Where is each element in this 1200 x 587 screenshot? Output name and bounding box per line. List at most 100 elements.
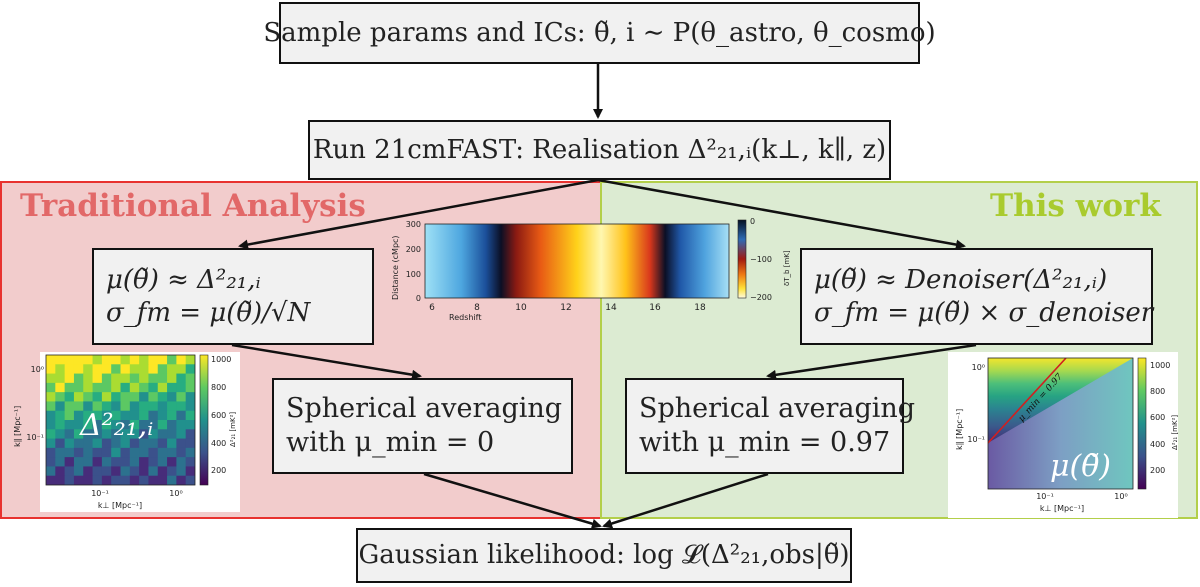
lightcone-cbar-tick-100: −100: [750, 255, 772, 264]
ps-left-cell: [185, 373, 195, 384]
ps-left-cell: [157, 438, 168, 449]
ps-left-xtick-1: 10⁻¹: [91, 489, 109, 498]
lightcone-ylabel: Distance (cMpc): [391, 235, 400, 300]
ps-left-cell: [139, 364, 149, 375]
ps-left-cell: [129, 475, 140, 485]
ps-left-cell: [185, 475, 195, 485]
ps-left-cell: [157, 447, 168, 458]
ps-left-cell: [46, 401, 56, 412]
ps-left-cell: [157, 392, 168, 402]
ps-left-cell: [148, 466, 159, 477]
ps-left-cell: [55, 447, 66, 458]
ps-left-cell: [139, 447, 149, 458]
ps-left-cell: [46, 373, 56, 384]
spherical-averaging-left-box: Spherical averaging with μ_min = 0: [272, 378, 573, 474]
ps-left-cell: [55, 420, 66, 430]
ps-left-cell: [129, 373, 140, 384]
ps-left-cell: [92, 364, 103, 375]
ps-left-cell: [83, 457, 94, 467]
ps-left-cell: [148, 475, 159, 485]
ps-left-cell: [46, 438, 56, 449]
ps-left-cell: [176, 364, 187, 375]
ps-left-cell: [101, 420, 112, 430]
ps-left-cell: [111, 364, 121, 375]
ps-left-cell: [111, 438, 121, 449]
ps-left-xlabel: k⊥ [Mpc⁻¹]: [98, 501, 142, 510]
ps-left-cell: [120, 392, 131, 402]
ps-left-cell: [64, 457, 75, 467]
ps-left-cell: [167, 373, 177, 384]
ps-left-cell: [167, 401, 177, 412]
ps-left-cell: [157, 401, 168, 412]
ps-left-cell: [101, 457, 112, 467]
ps-left-cell: [73, 457, 84, 467]
ps-left-cell: [83, 401, 94, 412]
ps-left-cell: [55, 373, 66, 384]
ps-left-cell: [73, 475, 84, 485]
ps-left-cell: [111, 392, 121, 402]
ps-left-cell: [176, 373, 187, 384]
ps-left-cell: [55, 355, 66, 365]
ps-left-ytick-1: 10⁰: [31, 365, 44, 374]
ps-left-cell: [129, 447, 140, 458]
sample-params-text: Sample params and ICs: θ̃, i ∼ P(θ_astro…: [263, 17, 936, 48]
ps-left-cell: [157, 382, 168, 393]
ps-left-cell: [120, 382, 131, 393]
ps-left-cell: [148, 382, 159, 393]
ps-right-cbar-label: Δ²₂₁ [mK²]: [1171, 415, 1179, 450]
ps-left-cbar-tick-200: 200: [211, 466, 226, 475]
ps-left-cell: [139, 355, 149, 365]
arrow-sph-left-to-gauss: [423, 472, 602, 529]
arrow-sph-right-to-gauss: [602, 472, 769, 529]
ps-left-cell: [176, 475, 187, 485]
ps-right-cbar-tick-1000: 1000: [1150, 361, 1170, 370]
ps-left-cell: [83, 364, 94, 375]
this-work-title: This work: [990, 188, 1161, 224]
ps-left-cell: [73, 438, 84, 449]
ps-left-cell: [139, 438, 149, 449]
ps-left-cell: [55, 457, 66, 467]
denoiser-mu-box: μ(θ̃) ≈ Denoiser(Δ²₂₁,ᵢ) σ_fm = μ(θ̃) × …: [800, 248, 1153, 345]
ps-left-cell: [92, 466, 103, 477]
ps-left-cell: [148, 355, 159, 365]
ps-left-cell: [64, 373, 75, 384]
lightcone-plot: Distance (cMpc) 0 100 200 300 6 8 10 12 …: [391, 217, 791, 322]
ps-left-cell: [92, 382, 103, 393]
ps-left-cell: [129, 382, 140, 393]
ps-left-cell: [120, 364, 131, 375]
ps-left-cell: [148, 420, 159, 430]
ps-left-cell: [83, 392, 94, 402]
ps-left-cell: [101, 466, 112, 477]
ps-left-cell: [111, 355, 121, 365]
ps-left-cell: [73, 401, 84, 412]
ps-left-cbar-tick-1000: 1000: [211, 355, 231, 364]
ps-left-cell: [64, 364, 75, 375]
ps-left-cell: [55, 392, 66, 402]
ps-right-overlay: μ(θ̃): [1050, 449, 1111, 484]
arrow-run-to-mu-right: [597, 178, 966, 250]
ps-right-cbar-tick-200: 200: [1150, 466, 1165, 475]
run-21cmfast-text: Run 21cmFAST: Realisation Δ²₂₁,ᵢ(k⊥, k∥,…: [312, 134, 887, 165]
ps-left-cell: [176, 429, 187, 440]
ps-left-cell: [46, 410, 56, 421]
ps-left-cell: [92, 392, 103, 402]
ps-left-cell: [129, 355, 140, 365]
ps-left-cell: [185, 355, 195, 365]
ps-left-cell: [167, 355, 177, 365]
denoiser-sigma-line: σ_fm = μ(θ̃) × σ_denoiser: [814, 297, 1154, 328]
ps-left-cell: [64, 410, 75, 421]
ps-left-cell: [83, 429, 94, 440]
ps-left-cell: [129, 420, 140, 430]
ps-left-cell: [120, 355, 131, 365]
ps-left-cell: [64, 392, 75, 402]
ps-left-cell: [176, 355, 187, 365]
ps-left-cell: [167, 475, 177, 485]
ps-left-cell: [176, 457, 187, 467]
lightcone-cbar-tick-200: −200: [750, 293, 772, 302]
ps-left-cbar-tick-800: 800: [211, 383, 226, 392]
ps-left-cell: [139, 373, 149, 384]
ps-left-overlay: Δ²₂₁,ᵢ: [79, 408, 153, 443]
ps-left-cell: [92, 420, 103, 430]
ps-left-cell: [83, 420, 94, 430]
ps-left-cell: [46, 364, 56, 375]
